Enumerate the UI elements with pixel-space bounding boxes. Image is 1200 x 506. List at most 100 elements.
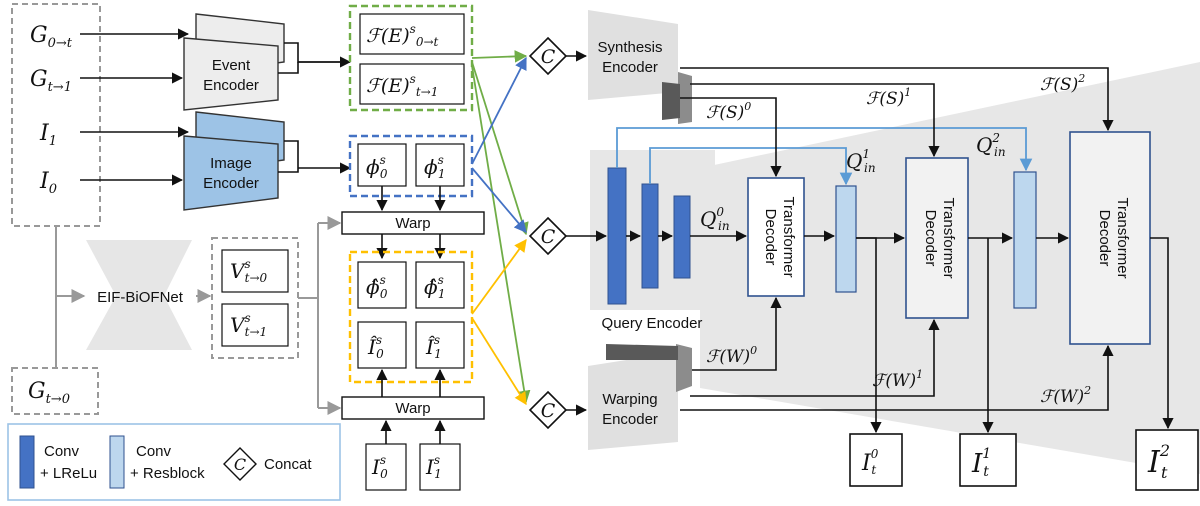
transformer-decoder-3-label-2: Decoder	[1096, 210, 1113, 267]
query-conv-1	[607, 167, 627, 305]
svg-text:C: C	[234, 455, 246, 474]
image-feature-group	[348, 134, 474, 198]
event-encoder-label-1: Event	[212, 57, 251, 74]
transformer-decoder-3-label-1: Transformer	[1114, 197, 1131, 278]
legend-concat-label: Concat	[264, 456, 312, 473]
fw1-label: ℱ(W)1	[872, 368, 923, 391]
legend-box	[7, 423, 341, 501]
legend-conv-lrelu-swatch	[19, 435, 35, 489]
legend-conv-resblock-1: Conv	[136, 443, 172, 460]
phihat0-box	[357, 261, 407, 309]
output-it1	[959, 433, 1017, 487]
image-encoder-label-2: Encoder	[203, 175, 259, 192]
legend-conv-resblock-2: + Resblock	[130, 465, 205, 482]
query-encoder-label: Query Encoder	[602, 315, 703, 332]
transformer-decoder-1-label-2: Decoder	[762, 209, 779, 266]
warping-encoder-label-1: Warping	[602, 391, 657, 408]
output-it2	[1135, 429, 1199, 491]
warp-top-label: Warp	[395, 215, 430, 232]
input-i1: I1	[39, 121, 57, 149]
query-conv-3	[673, 195, 691, 279]
input-gt0: Gt→0	[28, 379, 70, 407]
warped-feature-group	[348, 250, 474, 384]
legend-conv-lrelu-2: + LReLu	[40, 465, 97, 482]
query-conv-2	[641, 183, 659, 289]
warp-top	[341, 211, 485, 235]
event-feature-group	[348, 4, 474, 112]
transformer-decoder-2	[905, 157, 969, 319]
legend-concat-icon: C	[223, 447, 257, 481]
warping-encoder-shadow-2	[606, 344, 678, 360]
fs2-label: ℱ(S)2	[1040, 72, 1085, 95]
fs1-label: ℱ(S)1	[866, 86, 911, 109]
warping-encoder-label-2: Encoder	[602, 411, 658, 428]
fw0-label: ℱ(W)0	[706, 344, 757, 367]
svg-text:I1: I1	[39, 121, 57, 149]
event-encoder-label-2: Encoder	[203, 77, 259, 94]
svg-text:I0: I0	[39, 169, 57, 197]
input-gt1: Gt→1	[30, 67, 72, 95]
concat-top: C	[528, 36, 568, 76]
fe-0t-box	[359, 13, 465, 55]
fw2-label: ℱ(W)2	[1040, 384, 1091, 407]
svg-text:G0→t: G0→t	[30, 23, 73, 51]
synthesis-encoder-shadow-2	[662, 82, 680, 120]
svg-text:Gt→0: Gt→0	[28, 379, 70, 407]
svg-text:C: C	[541, 400, 556, 422]
image-encoder-label-1: Image	[210, 155, 252, 172]
biofnet-shape	[86, 240, 192, 350]
ihat1-box	[415, 321, 465, 369]
warp-bottom-label: Warp	[395, 400, 430, 417]
concat-middle: C	[528, 216, 568, 256]
vt1-box	[221, 303, 289, 347]
fe-t1-box	[359, 63, 465, 105]
concat-bottom: C	[528, 390, 568, 430]
synthesis-encoder-label-1: Synthesis	[597, 39, 662, 56]
transformer-decoder-2-label-2: Decoder	[922, 210, 939, 267]
input-i0: I0	[39, 169, 57, 197]
phi1-box	[415, 143, 465, 187]
transformer-decoder-1-label-1: Transformer	[780, 196, 797, 277]
image-encoder	[183, 135, 279, 211]
biofnet-label: EIF-BiOFNet	[97, 289, 184, 306]
legend-conv-lrelu-1: Conv	[44, 443, 80, 460]
svg-text:C: C	[541, 46, 556, 68]
fs0-label: ℱ(S)0	[706, 100, 751, 123]
svg-text:C: C	[541, 226, 556, 248]
svg-text:Gt→1: Gt→1	[30, 67, 72, 95]
warp-bottom	[341, 396, 485, 420]
output-it0	[849, 433, 903, 487]
warping-encoder-shadow-1	[676, 344, 692, 392]
synthesis-encoder-label-2: Encoder	[602, 59, 658, 76]
input-gt0-box	[11, 367, 99, 415]
synthesis-encoder	[588, 10, 678, 100]
legend-conv-resblock-swatch	[109, 435, 125, 489]
warping-encoder	[588, 352, 678, 450]
input-g0t: G0→t	[30, 23, 73, 51]
event-encoder	[183, 37, 279, 111]
ihat0-box	[357, 321, 407, 369]
resblock-2	[1013, 171, 1037, 309]
phihat1-box	[415, 261, 465, 309]
transformer-decoder-1	[747, 177, 805, 297]
is0-box	[365, 443, 407, 491]
resblock-1	[835, 185, 857, 293]
transformer-decoder-2-label-1: Transformer	[940, 197, 957, 278]
